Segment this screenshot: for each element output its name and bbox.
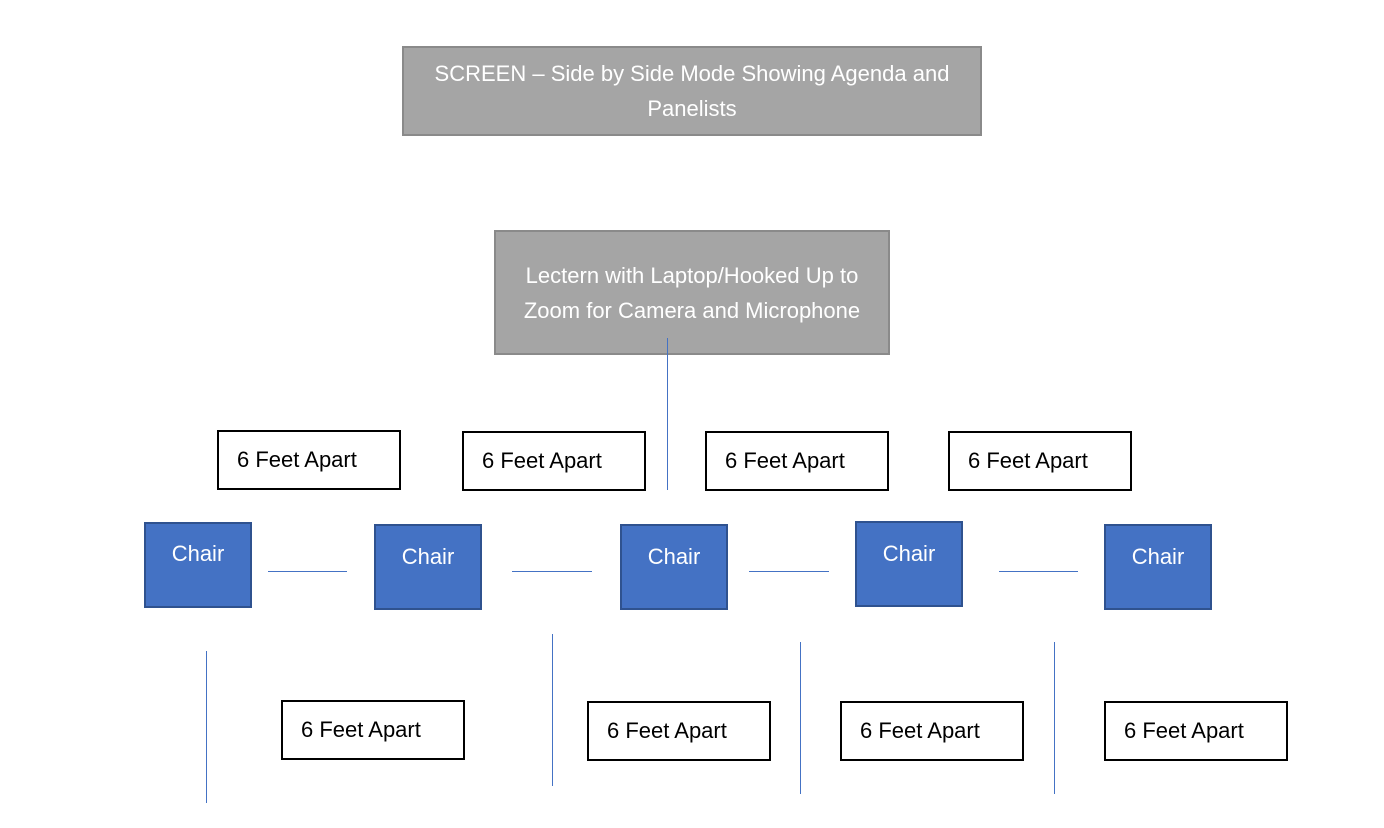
spacing-label-top-2: 6 Feet Apart bbox=[462, 431, 646, 491]
spacing-divider-line bbox=[552, 634, 553, 786]
spacing-label-text: 6 Feet Apart bbox=[860, 718, 980, 743]
lectern-connector-line bbox=[667, 338, 668, 490]
spacing-label-text: 6 Feet Apart bbox=[301, 717, 421, 742]
spacing-divider-line bbox=[206, 651, 207, 803]
spacing-label-text: 6 Feet Apart bbox=[482, 448, 602, 473]
lectern-box: Lectern with Laptop/Hooked Up to Zoom fo… bbox=[494, 230, 890, 355]
spacing-label-text: 6 Feet Apart bbox=[725, 448, 845, 473]
chair-1: Chair bbox=[144, 522, 252, 608]
spacing-label-text: 6 Feet Apart bbox=[607, 718, 727, 743]
chair-label: Chair bbox=[171, 541, 225, 566]
chair-2: Chair bbox=[374, 524, 482, 610]
chair-connector-line bbox=[999, 571, 1078, 572]
screen-box: SCREEN – Side by Side Mode Showing Agend… bbox=[402, 46, 982, 136]
spacing-label-top-1: 6 Feet Apart bbox=[217, 430, 401, 490]
spacing-label-text: 6 Feet Apart bbox=[237, 447, 357, 472]
spacing-label-top-3: 6 Feet Apart bbox=[705, 431, 889, 491]
chair-3: Chair bbox=[620, 524, 728, 610]
spacing-label-bottom-1: 6 Feet Apart bbox=[281, 700, 465, 760]
spacing-divider-line bbox=[1054, 642, 1055, 794]
chair-connector-line bbox=[268, 571, 347, 572]
chair-label: Chair bbox=[401, 544, 455, 569]
spacing-label-top-4: 6 Feet Apart bbox=[948, 431, 1132, 491]
spacing-label-bottom-4: 6 Feet Apart bbox=[1104, 701, 1288, 761]
spacing-label-text: 6 Feet Apart bbox=[968, 448, 1088, 473]
chair-label: Chair bbox=[647, 544, 701, 569]
spacing-label-bottom-3: 6 Feet Apart bbox=[840, 701, 1024, 761]
screen-label: SCREEN – Side by Side Mode Showing Agend… bbox=[434, 61, 950, 121]
chair-4: Chair bbox=[855, 521, 963, 607]
spacing-divider-line bbox=[800, 642, 801, 794]
chair-label: Chair bbox=[1131, 544, 1185, 569]
chair-label: Chair bbox=[882, 541, 936, 566]
spacing-label-text: 6 Feet Apart bbox=[1124, 718, 1244, 743]
spacing-label-bottom-2: 6 Feet Apart bbox=[587, 701, 771, 761]
chair-5: Chair bbox=[1104, 524, 1212, 610]
chair-connector-line bbox=[512, 571, 592, 572]
lectern-label: Lectern with Laptop/Hooked Up to Zoom fo… bbox=[523, 262, 861, 323]
chair-connector-line bbox=[749, 571, 829, 572]
